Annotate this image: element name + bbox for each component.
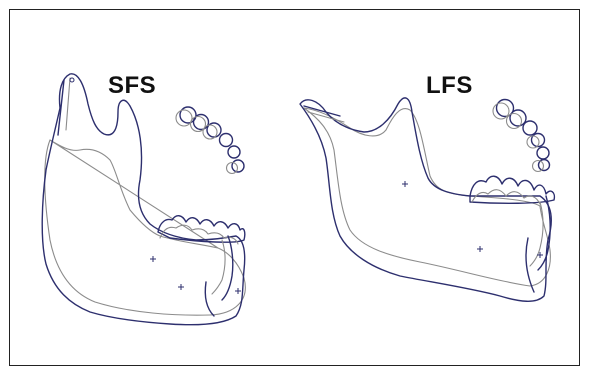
sfs-symphysis-inner: [205, 282, 214, 316]
sfs-upper-teeth: [176, 107, 244, 174]
sfs-landmark-marker: [235, 288, 241, 294]
sfs-upper-tooth: [228, 146, 240, 158]
lfs-landmark-marker: [477, 246, 483, 252]
lfs-upper-tooth: [510, 110, 526, 126]
sfs-upper-tooth: [220, 134, 233, 147]
sfs-panel: [42, 74, 245, 325]
lfs-condyle-line-secondary: [308, 112, 344, 122]
sfs-upper-tooth-secondary: [203, 125, 217, 139]
lfs-upper-tooth: [523, 121, 537, 135]
lfs-landmark-marker: [402, 181, 408, 187]
lfs-mandible-outline-secondary: [304, 108, 550, 286]
lfs-upper-tooth-secondary: [507, 114, 522, 129]
sfs-mandible-outline-secondary: [45, 140, 246, 315]
sfs-upper-tooth-secondary: [176, 110, 192, 126]
lfs-landmarks: [402, 181, 543, 258]
sfs-landmark-marker: [178, 284, 184, 290]
lfs-upper-tooth-secondary: [527, 136, 539, 148]
sfs-landmark-marker: [150, 256, 156, 262]
lfs-panel: [300, 98, 554, 301]
sfs-condyle-point: [70, 78, 74, 82]
sfs-landmarks: [150, 256, 241, 294]
lfs-symphysis-inner: [526, 238, 534, 292]
sfs-condyle-line-secondary: [66, 78, 70, 130]
sfs-upper-tooth: [232, 160, 244, 172]
lfs-upper-teeth: [493, 100, 550, 172]
lfs-upper-tooth: [537, 147, 549, 159]
lfs-upper-tooth-secondary: [493, 103, 509, 119]
